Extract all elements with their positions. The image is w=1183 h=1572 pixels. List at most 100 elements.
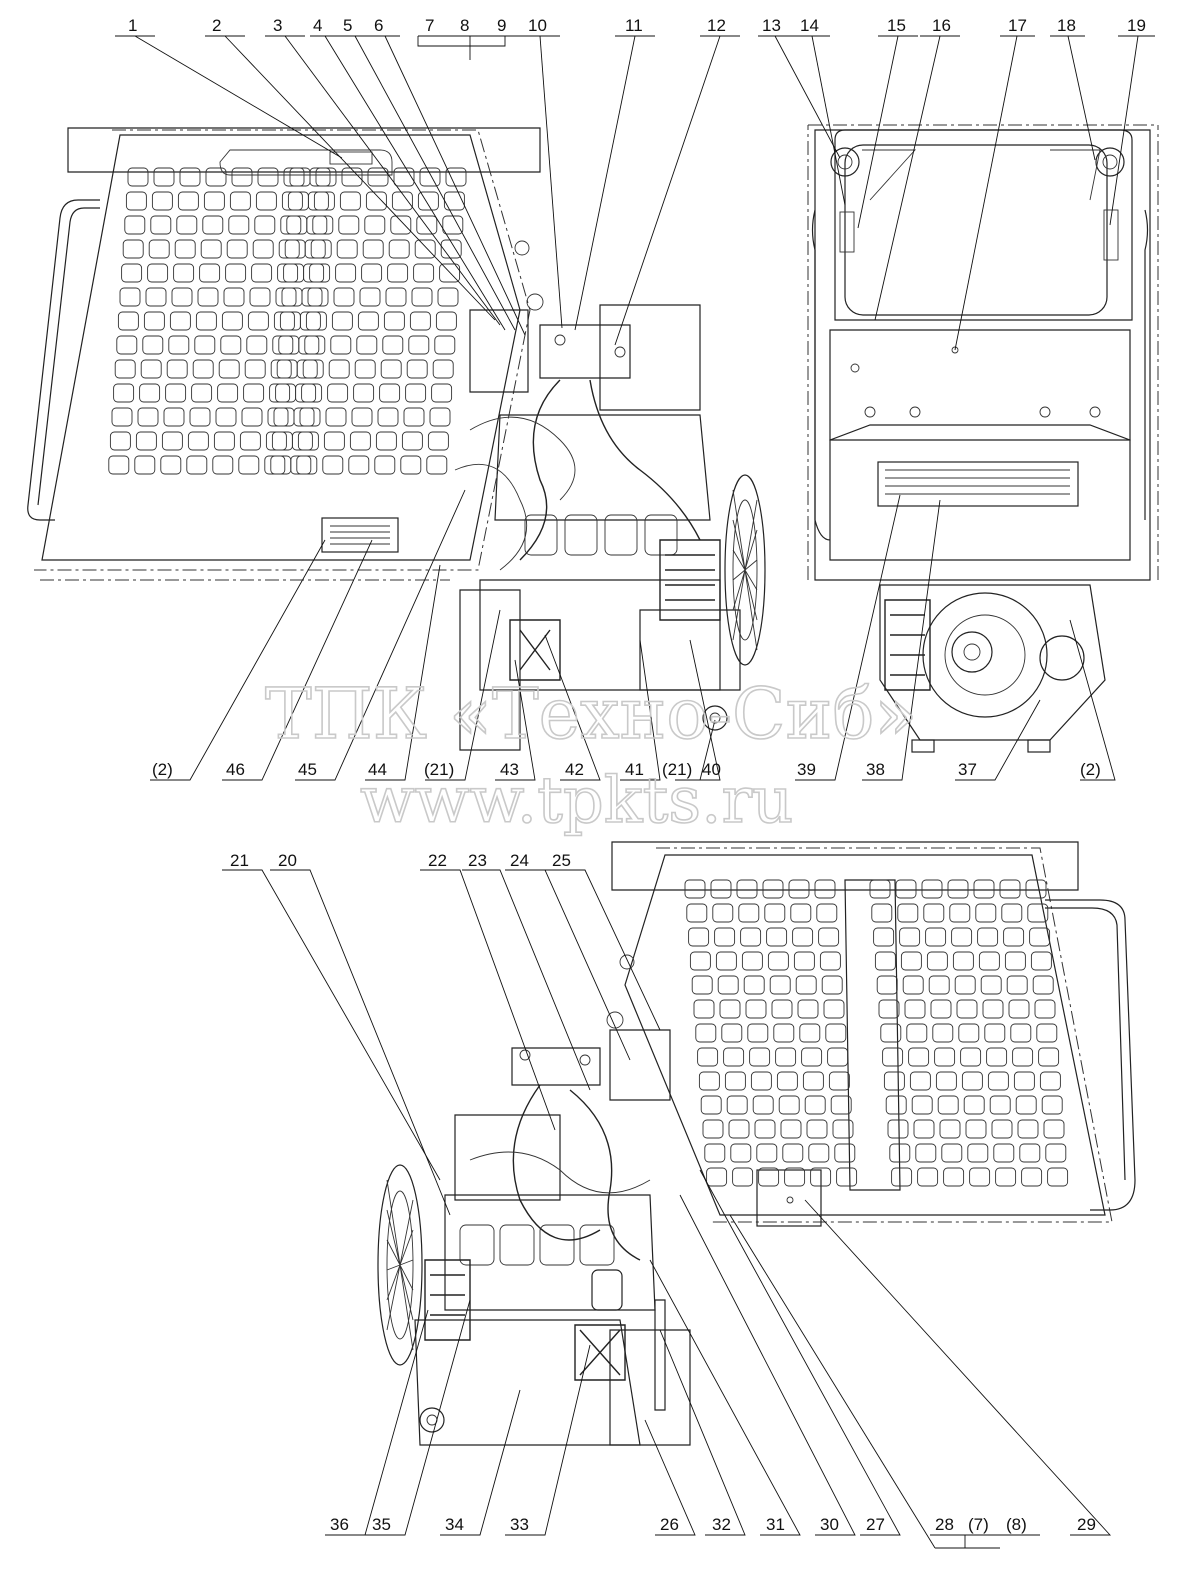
callout-30: 30 xyxy=(820,1515,839,1534)
grille-cell xyxy=(702,1119,724,1139)
grille-cell xyxy=(189,407,211,427)
grille-cell xyxy=(804,1095,826,1115)
grille-cell xyxy=(790,903,812,923)
grille-cell xyxy=(1003,927,1025,947)
grille-cell xyxy=(338,215,360,235)
grille-cell xyxy=(431,383,453,403)
grille-cell xyxy=(166,359,188,379)
grille-cell xyxy=(695,1023,717,1043)
grille-cell xyxy=(995,1167,1017,1187)
grille-cell xyxy=(904,999,926,1019)
grille-cell xyxy=(698,1071,720,1091)
grille-cell xyxy=(782,1143,804,1163)
grille-cell xyxy=(802,1071,824,1091)
callout-18: 18 xyxy=(1057,16,1076,35)
grille-cell xyxy=(291,431,313,451)
grille-cell xyxy=(780,1119,802,1139)
grille-cell xyxy=(1036,1023,1058,1043)
grille-cell xyxy=(169,311,191,331)
callout-44: 44 xyxy=(368,760,387,779)
grille-cell xyxy=(736,879,758,899)
callout-19: 19 xyxy=(1127,16,1146,35)
grille-cell xyxy=(726,1095,748,1115)
grille-cell xyxy=(284,239,306,259)
callouts-lower-top: 21 20 22 23 24 25 xyxy=(230,851,571,870)
grille-cell xyxy=(302,359,324,379)
grille-cell xyxy=(287,191,309,211)
grille-cell xyxy=(382,335,404,355)
grille-cell xyxy=(951,927,973,947)
cab-side-view-right xyxy=(606,841,1136,1227)
grille-cell xyxy=(336,239,358,259)
grille-cell xyxy=(124,215,146,235)
grille-cell xyxy=(374,455,396,475)
grille-cell xyxy=(969,1167,991,1187)
grille-cell xyxy=(413,263,435,283)
grille-cell xyxy=(442,215,464,235)
grille-cell xyxy=(109,431,131,451)
callouts-top: 1 2 3 4 5 6 7 8 9 10 11 12 13 14 15 16 1… xyxy=(128,16,1146,35)
grille-cell xyxy=(960,1047,982,1067)
grille-cell xyxy=(784,1167,806,1187)
grille-cell xyxy=(1019,1143,1041,1163)
grille-cell xyxy=(174,239,196,259)
callout-23: 23 xyxy=(468,851,487,870)
grille-cell xyxy=(191,383,213,403)
grille-cell xyxy=(738,903,760,923)
grille-cell xyxy=(408,335,430,355)
grille-cell xyxy=(445,167,467,187)
grille-cell xyxy=(254,215,276,235)
callout-26: 26 xyxy=(660,1515,679,1534)
grille-cell xyxy=(958,1023,980,1043)
grille-cell xyxy=(406,359,428,379)
grille-cell xyxy=(153,167,175,187)
grille-cell xyxy=(299,407,321,427)
grille-cell xyxy=(437,287,459,307)
callout-15: 15 xyxy=(887,16,906,35)
grille-cell xyxy=(220,335,242,355)
grille-cell xyxy=(1010,1023,1032,1043)
grille-cell xyxy=(915,1143,937,1163)
grille-cell xyxy=(943,1167,965,1187)
grille-cell xyxy=(197,287,219,307)
grille-cell xyxy=(764,903,786,923)
grille-cell xyxy=(116,335,138,355)
cab-grille-right xyxy=(684,879,1069,1187)
grille-cell xyxy=(304,335,326,355)
grille-cell xyxy=(142,335,164,355)
grille-cell xyxy=(362,239,384,259)
callout-31: 31 xyxy=(766,1515,785,1534)
grille-cell xyxy=(973,879,995,899)
callout-10: 10 xyxy=(528,16,547,35)
grille-cell xyxy=(228,215,250,235)
callout-41: 41 xyxy=(625,760,644,779)
grille-cell xyxy=(771,999,793,1019)
callout-1: 1 xyxy=(128,16,137,35)
grille-cell xyxy=(315,167,337,187)
grille-cell xyxy=(909,1071,931,1091)
grille-cell xyxy=(119,287,141,307)
grille-cell xyxy=(269,383,291,403)
grille-cell xyxy=(932,1023,954,1043)
grille-cell xyxy=(797,999,819,1019)
callout-43: 43 xyxy=(500,760,519,779)
grille-cell xyxy=(271,431,293,451)
grille-cell xyxy=(348,455,370,475)
grille-cell xyxy=(325,407,347,427)
grille-cell xyxy=(281,191,303,211)
grille-cell xyxy=(405,383,427,403)
grille-cell xyxy=(111,407,133,427)
grille-cell xyxy=(125,191,147,211)
grille-cell xyxy=(241,407,263,427)
grille-cell xyxy=(880,1023,902,1043)
grille-cell xyxy=(871,903,893,923)
grille-cell xyxy=(251,263,273,283)
grille-cell xyxy=(328,359,350,379)
watermark-line2: www.tpkts.ru xyxy=(360,764,793,838)
grille-cell xyxy=(1039,1071,1061,1091)
grille-cell xyxy=(416,215,438,235)
grille-cell xyxy=(816,903,838,923)
grille-cell xyxy=(301,287,323,307)
grille-cell xyxy=(349,431,371,451)
callout-42: 42 xyxy=(565,760,584,779)
